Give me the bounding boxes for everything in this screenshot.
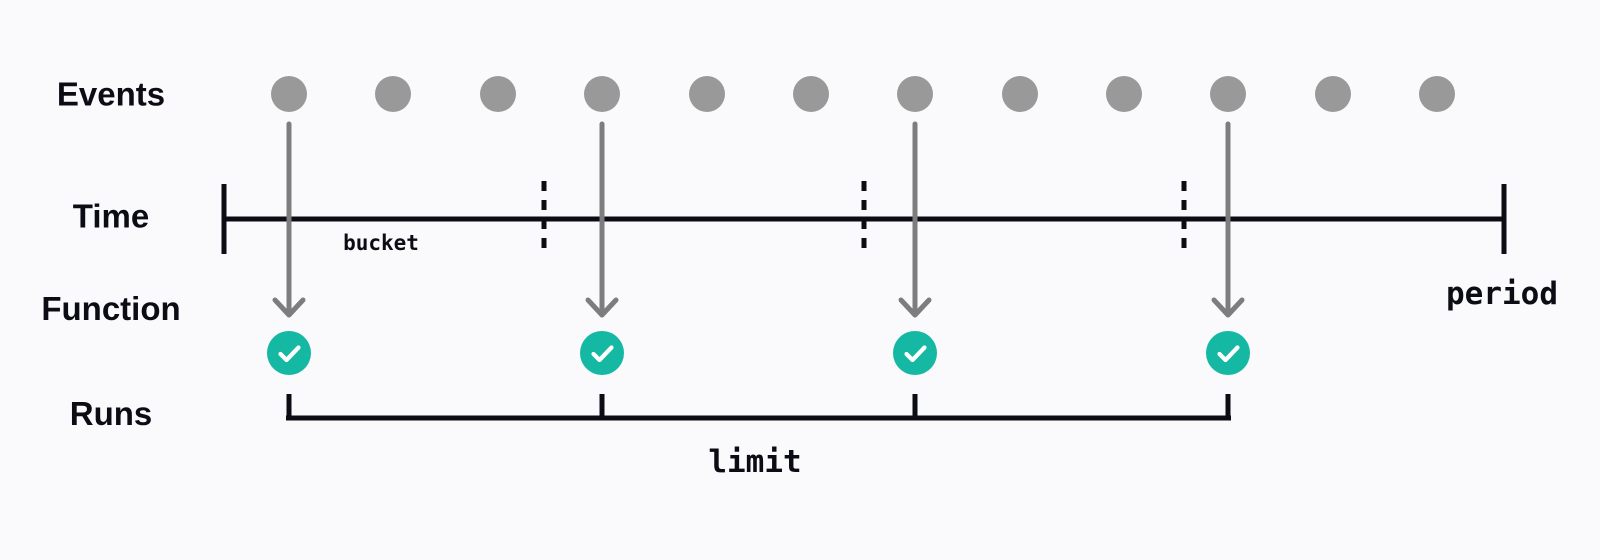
check-icon xyxy=(278,345,301,363)
event-dot xyxy=(1106,76,1142,112)
bucket-label: bucket xyxy=(343,231,419,255)
event-arrow-head xyxy=(585,297,619,318)
event-dot xyxy=(1210,76,1246,112)
check-icon xyxy=(904,345,927,363)
function-run-circle xyxy=(893,331,937,375)
event-dot xyxy=(1419,76,1455,112)
event-dot xyxy=(271,76,307,112)
event-dot xyxy=(480,76,516,112)
function-run-circle xyxy=(1206,331,1250,375)
event-arrow-head xyxy=(1211,297,1245,318)
check-icon xyxy=(1217,345,1240,363)
event-dot xyxy=(1002,76,1038,112)
event-arrow-head xyxy=(272,297,306,318)
event-dot xyxy=(793,76,829,112)
function-runs-row-label: Function Runs xyxy=(41,221,180,501)
time-row-label: Time xyxy=(72,197,150,235)
event-dot xyxy=(1315,76,1351,112)
function-runs-line2: Runs xyxy=(69,395,153,432)
event-dot xyxy=(689,76,725,112)
function-runs-line1: Function xyxy=(41,290,181,327)
event-arrow-head xyxy=(898,297,932,318)
events-row-label: Events xyxy=(56,75,166,113)
limit-label: limit xyxy=(708,444,802,480)
function-run-circle xyxy=(580,331,624,375)
check-icon xyxy=(591,345,614,363)
period-label: period xyxy=(1446,276,1558,312)
event-dot xyxy=(897,76,933,112)
event-dot xyxy=(584,76,620,112)
function-run-circle xyxy=(267,331,311,375)
event-dot xyxy=(375,76,411,112)
